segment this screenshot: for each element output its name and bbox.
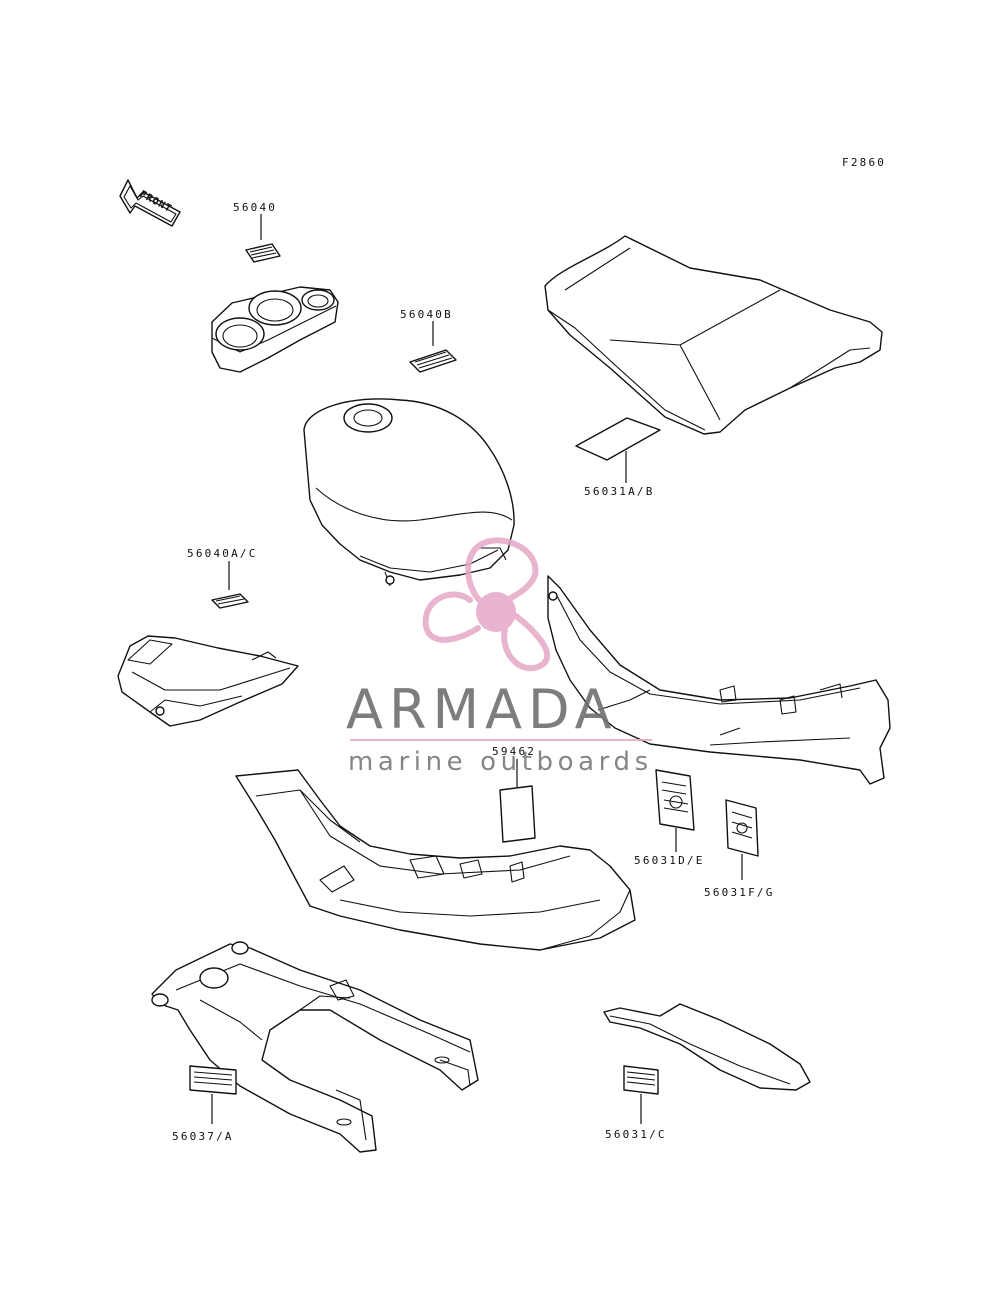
left-fairing-part (235, 769, 636, 951)
swing-arm-part (151, 941, 479, 1153)
decal-56031c-icon (623, 1065, 659, 1095)
part-label-56031de[interactable]: 56031D/E (634, 854, 705, 867)
part-label-56031fg[interactable]: 56031F/G (704, 886, 775, 899)
part-label-56037a[interactable]: 56037/A (172, 1130, 234, 1143)
decal-56040-icon (245, 243, 281, 263)
decal-56031fg-icon (725, 799, 759, 857)
part-label-59462[interactable]: 59462 (492, 745, 536, 758)
diagram-ref-code: F2860 (842, 156, 886, 169)
decal-56031de-icon (655, 769, 695, 831)
label-56031ab-group: 56031A/B (575, 417, 661, 498)
decal-59462-icon (499, 785, 536, 843)
front-arrow-icon: FRONT (119, 179, 181, 227)
armada-watermark: ARMADA marine outboards (346, 537, 653, 777)
label-59462-group: 59462 (492, 745, 536, 843)
decal-56037a-icon (189, 1065, 237, 1095)
part-label-56031c[interactable]: 56031/C (605, 1128, 667, 1141)
under-tray-part (117, 635, 299, 727)
label-56031fg-group: 56031F/G (704, 799, 775, 899)
label-56040ac-group: 56040A/C (187, 547, 258, 609)
meter-cover-part (211, 286, 339, 373)
label-56031de-group: 56031D/E (634, 769, 705, 867)
label-56040b-group: 56040B (400, 308, 457, 373)
decal-56040ac-icon (211, 593, 249, 609)
decal-56031ab-icon (575, 417, 661, 461)
seat-part (544, 235, 883, 435)
label-56040-group: 56040 (233, 201, 281, 263)
fuel-tank-part (303, 398, 515, 587)
part-label-56040ac[interactable]: 56040A/C (187, 547, 258, 560)
part-label-56040[interactable]: 56040 (233, 201, 277, 214)
chain-guard-part (603, 1003, 811, 1091)
label-56031c-group: 56031/C (605, 1065, 667, 1141)
propeller-logo-icon (422, 537, 551, 672)
part-label-56031ab[interactable]: 56031A/B (584, 485, 655, 498)
watermark-brand: ARMADA (346, 678, 618, 741)
right-fairing-part (547, 575, 891, 785)
decal-56040b-icon (409, 349, 457, 373)
watermark-tagline: marine outboards (348, 747, 653, 777)
label-56037a-group: 56037/A (172, 1065, 237, 1143)
part-label-56040b[interactable]: 56040B (400, 308, 453, 321)
